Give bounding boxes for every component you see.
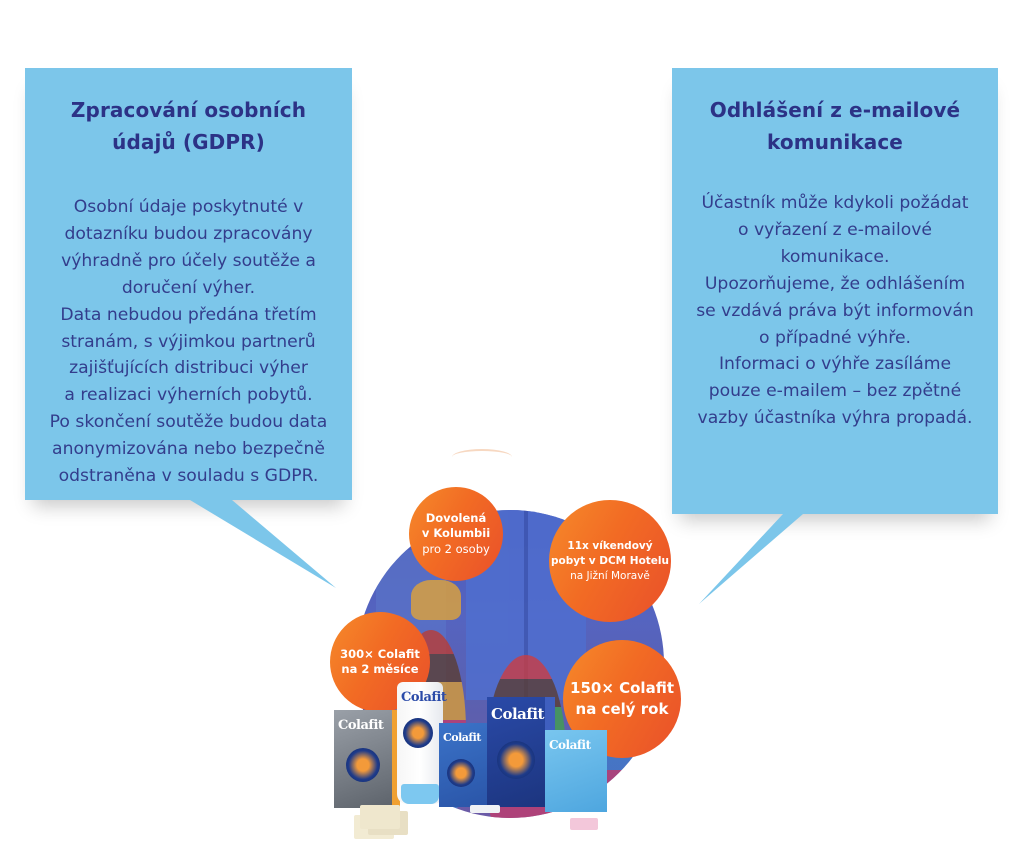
unsubscribe-title: Odhlášení z e-mailové komunikace xyxy=(680,94,990,158)
product-tube-cream: Colafit xyxy=(397,682,447,804)
unsubscribe-body-line: komunikace. xyxy=(780,246,890,267)
product-box-extra-strong: Colafit xyxy=(334,710,400,808)
prize-light-line: pro 2 osoby xyxy=(422,541,490,556)
gdpr-title-line: Zpracování osobních xyxy=(70,98,307,122)
unsubscribe-body-line: Upozorňujeme, že odhlášením xyxy=(704,273,966,294)
product-brand-logo: Colafit xyxy=(443,731,481,744)
product-brand-logo: Colafit xyxy=(338,718,384,733)
joint-illustration-icon xyxy=(403,718,433,748)
prize-bold-line: 11x víkendový xyxy=(567,539,653,552)
gdpr-body-line: doručení výher. xyxy=(121,277,256,298)
prize-bold-line: 300× Colafit xyxy=(340,646,420,661)
unsubscribe-body-line: Účastník může kdykoli požádat xyxy=(701,193,969,213)
unsubscribe-body-line: o vyřazení z e-mailové xyxy=(738,219,932,240)
unsubscribe-body-line: vazby účastníka výhra propadá. xyxy=(697,408,973,429)
prize-bold-line: 150× Colafit xyxy=(570,679,674,697)
gdpr-title: Zpracování osobních údajů (GDPR) xyxy=(33,94,344,158)
joint-illustration-icon xyxy=(447,759,475,787)
prize-bold-line: pobyt v DCM Hotelu xyxy=(550,554,669,567)
unsubscribe-info-bubble: Odhlášení z e-mailové komunikace Účastní… xyxy=(672,68,998,514)
unsubscribe-body-line: se vzdává práva být informován xyxy=(696,300,974,321)
product-box-collagen: Colafit xyxy=(439,723,487,807)
prize-bold-line: v Kolumbii xyxy=(421,526,491,541)
tube-cap xyxy=(401,784,439,804)
gdpr-bubble-tail xyxy=(190,500,336,588)
unsubscribe-body-text: Účastník může kdykoli požádat o vyřazení… xyxy=(680,190,990,432)
product-brand-logo: Colafit xyxy=(491,705,544,723)
photo-fruit-basket xyxy=(411,580,461,620)
gdpr-body-line: zajišťujících distribuci výher xyxy=(69,358,308,379)
prize-badge-hotel-stay: 11x víkendový pobyt v DCM Hotelu na Jižn… xyxy=(549,500,671,622)
collagen-cubes-white xyxy=(470,805,500,813)
unsubscribe-title-line: komunikace xyxy=(767,130,903,154)
joint-illustration-icon xyxy=(346,748,380,782)
prize-bold-line: na 2 měsíce xyxy=(341,662,419,676)
gdpr-body-line: výhradně pro účely soutěže a xyxy=(61,250,316,271)
unsubscribe-body-line: pouze e-mailem – bez zpětné xyxy=(708,381,962,402)
gdpr-info-bubble: Zpracování osobních údajů (GDPR) Osobní … xyxy=(25,68,352,500)
gdpr-title-line: údajů (GDPR) xyxy=(112,130,265,154)
gdpr-body-line: odstraněna v souladu s GDPR. xyxy=(58,466,319,487)
collagen-cubes-beige xyxy=(360,805,400,829)
product-box-junior: Colafit xyxy=(545,730,607,812)
collagen-cubes-pink xyxy=(570,818,598,830)
product-brand-logo: Colafit xyxy=(401,690,447,705)
unsubscribe-bubble-tail xyxy=(699,514,803,604)
gdpr-body-line: stranám, s výjimkou partnerů xyxy=(61,331,316,352)
prize-bold-line: Dovolená xyxy=(425,510,487,525)
product-brand-logo: Colafit xyxy=(549,738,591,752)
unsubscribe-title-line: Odhlášení z e-mailové xyxy=(709,98,961,122)
unsubscribe-body-line: Informaci o výhře zasíláme xyxy=(718,354,952,375)
gdpr-body-line: dotazníku budou zpracovány xyxy=(64,223,313,244)
joint-illustration-icon xyxy=(497,741,535,779)
gdpr-body-line: anonymizována nebo bezpečně xyxy=(52,439,325,460)
prize-light-line: na Jižní Moravě xyxy=(570,569,650,582)
prize-badge-colombia-trip: Dovolená v Kolumbii pro 2 osoby xyxy=(409,487,503,581)
gdpr-body-line: Osobní údaje poskytnuté v xyxy=(73,197,304,217)
prize-bold-line: na celý rok xyxy=(575,700,669,718)
unsubscribe-body-line: o případné výhře. xyxy=(759,327,911,348)
gdpr-body-line: Data nebudou předána třetím xyxy=(60,304,317,325)
gdpr-body-text: Osobní údaje poskytnuté v dotazníku budo… xyxy=(33,194,344,490)
decorative-arc xyxy=(452,449,512,465)
gdpr-body-line: Po skončení soutěže budou data xyxy=(49,412,328,433)
gdpr-body-line: a realizaci výherních pobytů. xyxy=(64,385,313,406)
